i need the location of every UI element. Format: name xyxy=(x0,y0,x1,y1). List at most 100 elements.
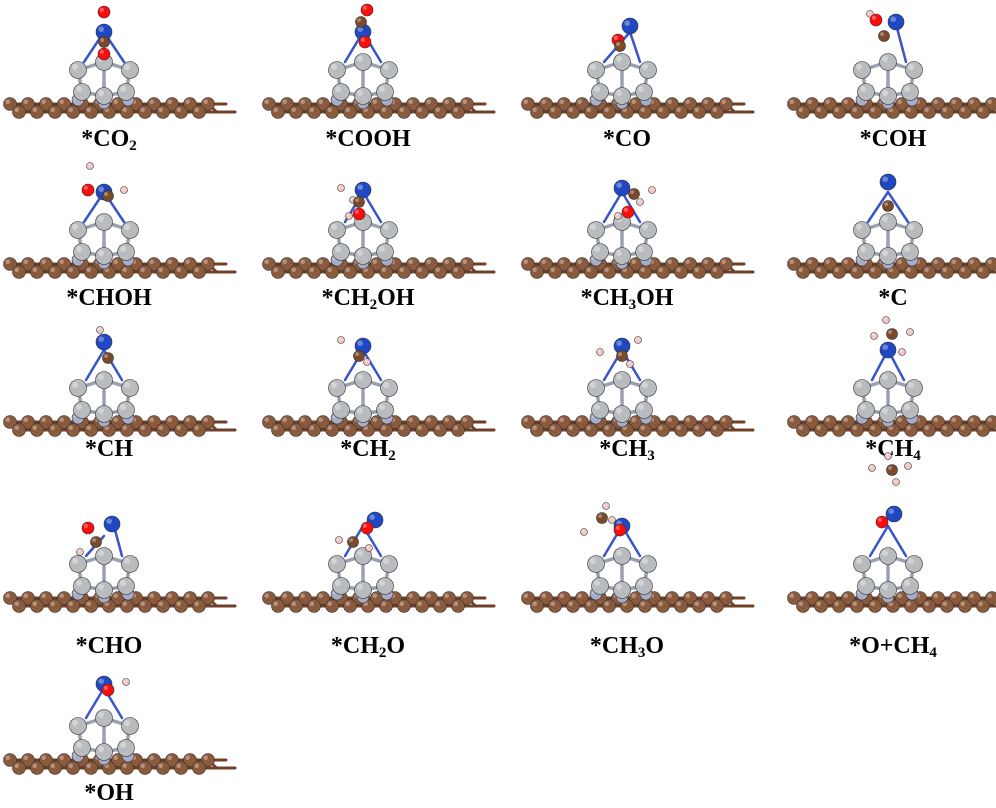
substrate-carbon-atom xyxy=(434,424,447,437)
substrate-carbon-atom-highlight xyxy=(185,593,190,598)
substrate-carbon-atom-highlight xyxy=(14,267,19,272)
substrate-carbon-atom-highlight xyxy=(426,593,431,598)
species-label: *CH2 xyxy=(263,436,473,463)
hydrogen-atom xyxy=(338,337,345,344)
cluster-carbon-atom-highlight xyxy=(590,224,596,230)
hydrogen-atom xyxy=(869,465,876,472)
cluster-carbon-atom-highlight xyxy=(331,382,337,388)
substrate-carbon-atom xyxy=(639,266,652,279)
substrate-carbon-atom-highlight xyxy=(14,107,19,112)
species-label: *CH3O xyxy=(522,633,732,660)
cluster-carbon-atom-highlight xyxy=(860,86,866,92)
species-label: *CO xyxy=(522,126,732,153)
cluster-carbon-atom-highlight xyxy=(335,580,341,586)
substrate-carbon-atom xyxy=(905,600,918,613)
substrate-carbon-atom-highlight xyxy=(721,259,726,264)
cluster-carbon-atom xyxy=(636,244,653,261)
substrate-carbon-atom xyxy=(416,106,429,119)
substrate-carbon-atom-highlight xyxy=(381,601,386,606)
structure-group xyxy=(788,174,996,279)
cluster-carbon-atom xyxy=(902,402,919,419)
cluster-carbon-atom xyxy=(592,84,609,101)
substrate-carbon-atom-highlight xyxy=(712,107,717,112)
substrate-carbon-atom xyxy=(398,424,411,437)
cluster-carbon-atom xyxy=(880,54,897,71)
substrate-carbon-atom xyxy=(923,424,936,437)
cluster-carbon-atom xyxy=(880,406,897,423)
cluster-carbon-atom xyxy=(614,54,631,71)
species-label: *CO2 xyxy=(4,126,214,153)
cluster-carbon-atom-highlight xyxy=(120,246,126,252)
substrate-carbon-atom-highlight xyxy=(381,267,386,272)
substrate-carbon-atom xyxy=(585,106,598,119)
cluster-carbon-atom-highlight xyxy=(856,64,862,70)
hydrogen-atom xyxy=(883,317,890,324)
cluster-carbon-atom-highlight xyxy=(98,550,104,556)
panel-oh: *OH xyxy=(4,648,254,808)
cluster-carbon-atom-highlight xyxy=(357,374,363,380)
substrate-carbon-atom-highlight xyxy=(309,107,314,112)
substrate-carbon-atom-highlight xyxy=(604,601,609,606)
substrate-carbon-atom-highlight xyxy=(68,763,73,768)
substrate-carbon-atom-highlight xyxy=(798,601,803,606)
substrate-carbon-atom-highlight xyxy=(23,99,28,104)
substrate-carbon-atom-highlight xyxy=(816,425,821,430)
substrate-carbon-atom-highlight xyxy=(345,601,350,606)
substrate-carbon-atom-highlight xyxy=(176,601,181,606)
substrate-carbon-atom-highlight xyxy=(897,593,902,598)
substrate-carbon-atom xyxy=(452,266,465,279)
substrate-carbon-atom xyxy=(308,424,321,437)
structure-ch2o xyxy=(263,482,513,642)
substrate-carbon-atom-highlight xyxy=(185,99,190,104)
substrate-carbon-atom-highlight xyxy=(381,107,386,112)
substrate-carbon-atom-highlight xyxy=(158,267,163,272)
cluster-carbon-atom xyxy=(640,380,657,397)
substrate-carbon-atom-highlight xyxy=(816,107,821,112)
substrate-carbon-atom xyxy=(272,424,285,437)
substrate-carbon-atom-highlight xyxy=(203,259,208,264)
substrate-carbon-atom xyxy=(923,266,936,279)
cluster-carbon-atom-highlight xyxy=(335,246,341,252)
adsorbate-carbon-atom-highlight xyxy=(349,538,353,542)
substrate-carbon-atom-highlight xyxy=(906,601,911,606)
cluster-carbon-atom-highlight xyxy=(904,246,910,252)
substrate-carbon-atom-highlight xyxy=(309,425,314,430)
cluster-carbon-atom-highlight xyxy=(72,382,78,388)
cluster-carbon-atom-highlight xyxy=(638,246,644,252)
hydrogen-atom xyxy=(364,359,371,366)
hydrogen-atom-highlight xyxy=(88,164,90,166)
cluster-carbon-atom-highlight xyxy=(856,382,862,388)
substrate-carbon-atom-highlight xyxy=(158,763,163,768)
substrate-carbon-atom xyxy=(531,266,544,279)
cluster-carbon-atom-highlight xyxy=(76,580,82,586)
substrate-carbon-atom-highlight xyxy=(435,601,440,606)
substrate-carbon-atom-highlight xyxy=(50,763,55,768)
substrate-carbon-atom xyxy=(67,600,80,613)
substrate-carbon-atom-highlight xyxy=(23,259,28,264)
substrate-carbon-atom-highlight xyxy=(113,593,118,598)
cluster-carbon-atom xyxy=(96,88,113,105)
substrate-carbon-atom-highlight xyxy=(798,425,803,430)
substrate-carbon-atom xyxy=(308,106,321,119)
panel-cho: *CHO xyxy=(4,482,254,642)
cluster-carbon-atom xyxy=(858,244,875,261)
substrate-carbon-atom-highlight xyxy=(721,593,726,598)
metal-atom xyxy=(888,14,904,30)
species-label-tail: O xyxy=(386,633,405,659)
substrate-carbon-atom xyxy=(193,266,206,279)
substrate-carbon-atom-highlight xyxy=(789,593,794,598)
substrate-carbon-atom-highlight xyxy=(273,425,278,430)
metal-atom xyxy=(622,18,638,34)
substrate-carbon-atom-highlight xyxy=(951,593,956,598)
substrate-carbon-atom-highlight xyxy=(309,267,314,272)
substrate-carbon-atom-highlight xyxy=(577,259,582,264)
hydrogen-atom xyxy=(346,213,353,220)
cluster-carbon-atom-highlight xyxy=(860,246,866,252)
adsorbate-carbon-atom-highlight xyxy=(104,192,108,196)
adsorbate-carbon-atom xyxy=(103,191,114,202)
species-label-subscript: 3 xyxy=(629,297,637,313)
substrate-carbon-atom-highlight xyxy=(5,593,10,598)
substrate-carbon-atom xyxy=(175,424,188,437)
substrate-carbon-atom xyxy=(675,266,688,279)
hydrogen-atom-highlight xyxy=(868,12,870,14)
